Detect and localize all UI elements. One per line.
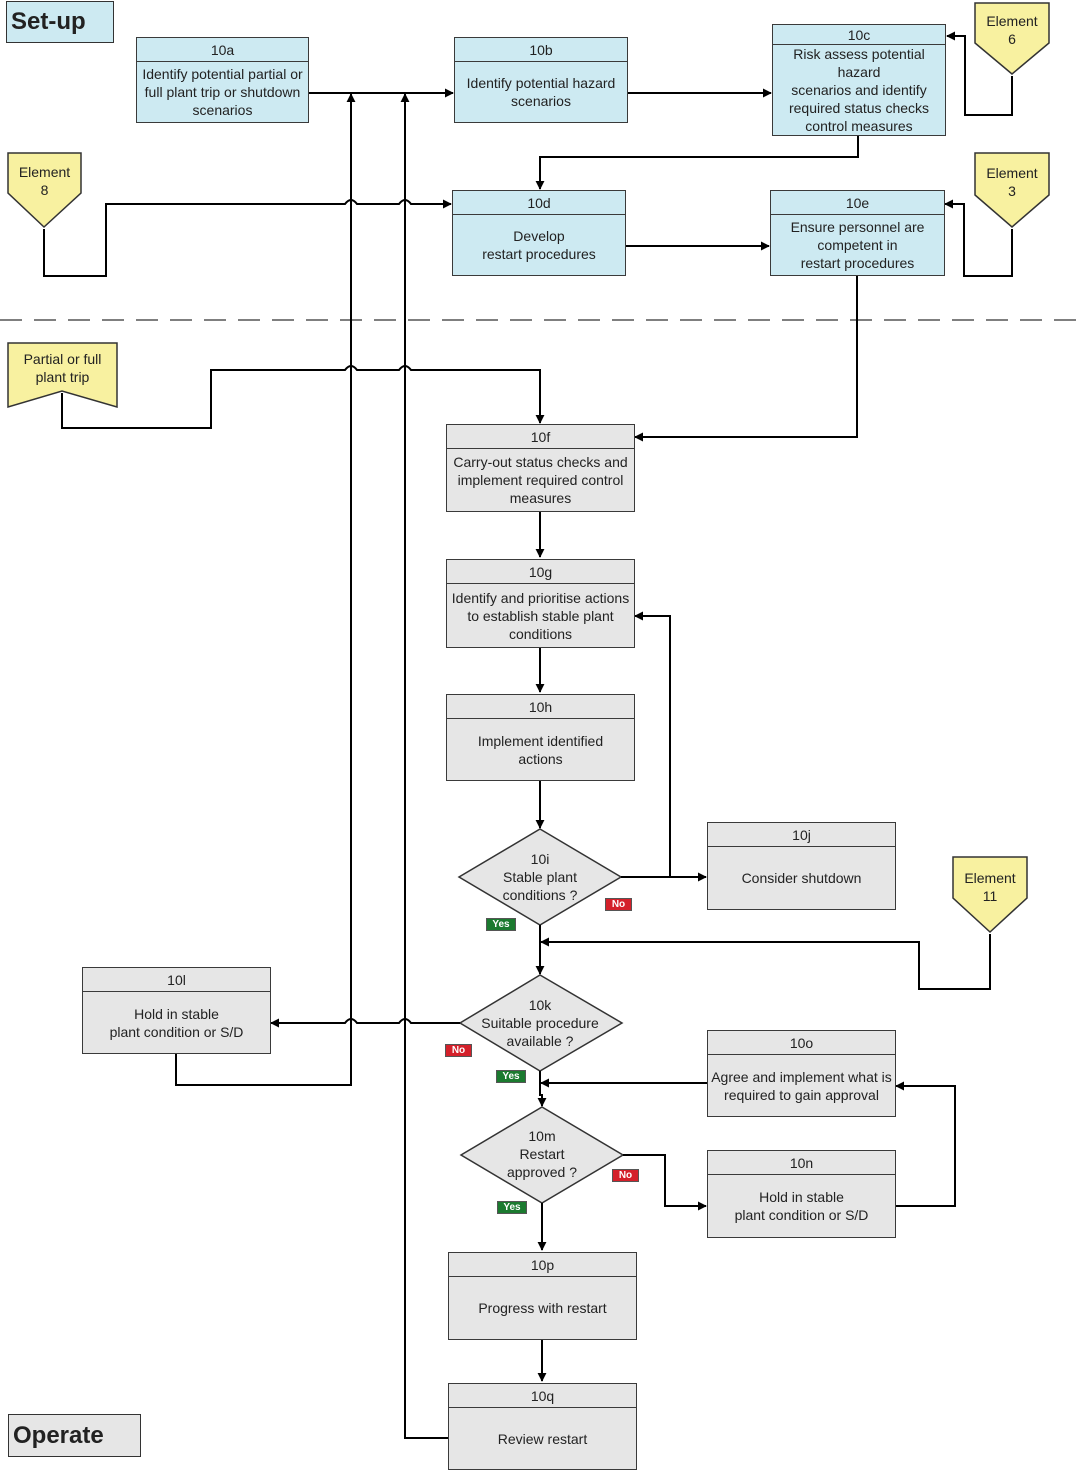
step-10j-id: 10j	[708, 823, 895, 847]
step-10q-text: Review restart	[497, 1430, 588, 1447]
step-10d-id: 10d	[453, 191, 625, 215]
yes-badge-10k: Yes	[496, 1070, 526, 1083]
decision-10k-text[interactable]: 10k Suitable procedure available ?	[481, 997, 599, 1049]
step-10c-box[interactable]: 10c Risk assess potential hazard scenari…	[772, 24, 946, 136]
step-10a-box[interactable]: 10a Identify potential partial or full p…	[136, 37, 309, 123]
step-10o-text: Agree and implement what is required to …	[711, 1068, 892, 1103]
step-10c-id: 10c	[773, 25, 945, 45]
yes-badge-10m: Yes	[497, 1201, 527, 1214]
step-10q-id: 10q	[449, 1384, 636, 1408]
flow-el3-10e	[944, 199, 1013, 277]
no-badge-10m: No	[612, 1169, 639, 1182]
step-10e-text: Ensure personnel are competent in restar…	[790, 219, 925, 271]
decision-10m-text[interactable]: 10m Restart approved ?	[506, 1128, 578, 1180]
step-10f-text: Carry-out status checks and implement re…	[453, 454, 628, 506]
flow-10c-10d	[535, 135, 859, 190]
step-10e-box[interactable]: 10e Ensure personnel are competent in re…	[770, 190, 945, 276]
element-3-connector	[974, 152, 1050, 228]
step-10f-box[interactable]: 10f Carry-out status checks and implemen…	[446, 424, 635, 512]
step-10n-id: 10n	[708, 1151, 895, 1175]
step-10b-text: Identify potential hazard scenarios	[466, 75, 616, 109]
step-10o-box[interactable]: 10o Agree and implement what is required…	[707, 1030, 896, 1117]
step-10j-box[interactable]: 10j Consider shutdown	[707, 822, 896, 910]
step-10d-box[interactable]: 10d Develop restart procedures	[452, 190, 626, 276]
flow-el11-10k	[540, 934, 991, 990]
step-10o-id: 10o	[708, 1031, 895, 1055]
step-10c-text: Risk assess potential hazard scenarios a…	[788, 46, 930, 134]
step-10p-box[interactable]: 10p Progress with restart	[448, 1252, 637, 1340]
step-10e-id: 10e	[771, 191, 944, 215]
step-10g-text: Identify and prioritise actions to estab…	[451, 589, 630, 642]
step-10q-box[interactable]: 10q Review restart	[448, 1383, 637, 1470]
element-11-label[interactable]: Element 11	[964, 870, 1016, 904]
step-10j-text: Consider shutdown	[741, 870, 862, 886]
step-10n-box[interactable]: 10n Hold in stable plant condition or S/…	[707, 1150, 896, 1238]
plant-trip-label[interactable]: Partial or full plant trip	[23, 351, 102, 385]
step-10a-id: 10a	[137, 38, 308, 62]
flow-trip-10f	[61, 365, 545, 429]
step-10l-text: Hold in stable plant condition or S/D	[109, 1005, 244, 1040]
element-6-label[interactable]: Element 6	[986, 13, 1038, 47]
step-10f-id: 10f	[447, 425, 634, 449]
step-10a-text: Identify potential partial or full plant…	[142, 66, 303, 118]
step-10p-id: 10p	[449, 1253, 636, 1277]
plant-trip-connector	[7, 342, 118, 409]
flow-10q-10a-return	[400, 93, 448, 1439]
flow-10k-10m	[537, 1071, 547, 1107]
no-badge-10i: No	[605, 898, 632, 911]
flow-el8-10d	[43, 199, 452, 277]
element-3-label[interactable]: Element 3	[986, 165, 1038, 199]
flow-10n-10o	[895, 1081, 956, 1207]
flow-10e-10f	[634, 276, 858, 442]
step-10g-box[interactable]: 10g Identify and prioritise actions to e…	[446, 559, 635, 648]
flow-10i-10g-loop	[621, 611, 671, 878]
step-10n-text: Hold in stable plant condition or S/D	[734, 1189, 869, 1223]
step-10g-id: 10g	[447, 560, 634, 584]
step-10b-box[interactable]: 10b Identify potential hazard scenarios	[454, 37, 628, 123]
flow-10l-10a-return	[175, 93, 356, 1086]
no-badge-10k: No	[445, 1044, 472, 1057]
flow-10k-10l	[270, 1018, 460, 1028]
flow-el6-10c	[946, 31, 1013, 116]
yes-badge-10i: Yes	[486, 918, 516, 931]
element-8-connector	[7, 152, 82, 229]
phase-setup-label: Set-up	[6, 1, 114, 43]
step-10p-text: Progress with restart	[478, 1300, 607, 1316]
step-10l-id: 10l	[83, 968, 270, 992]
element-8-label[interactable]: Element 8	[18, 164, 71, 198]
step-10d-text: Develop restart procedures	[482, 228, 596, 262]
step-10h-id: 10h	[447, 695, 634, 719]
step-10h-box[interactable]: 10h Implement identified actions	[446, 694, 635, 781]
decision-10i-text[interactable]: 10i Stable plant conditions ?	[502, 851, 578, 903]
element-6-connector	[974, 2, 1050, 75]
element-11-connector	[952, 856, 1028, 934]
phase-operate-label: Operate	[8, 1414, 141, 1457]
step-10l-box[interactable]: 10l Hold in stable plant condition or S/…	[82, 967, 271, 1054]
flow-10m-10n	[623, 1154, 707, 1211]
step-10b-id: 10b	[455, 38, 627, 62]
step-10h-text: Implement identified actions	[477, 732, 604, 767]
